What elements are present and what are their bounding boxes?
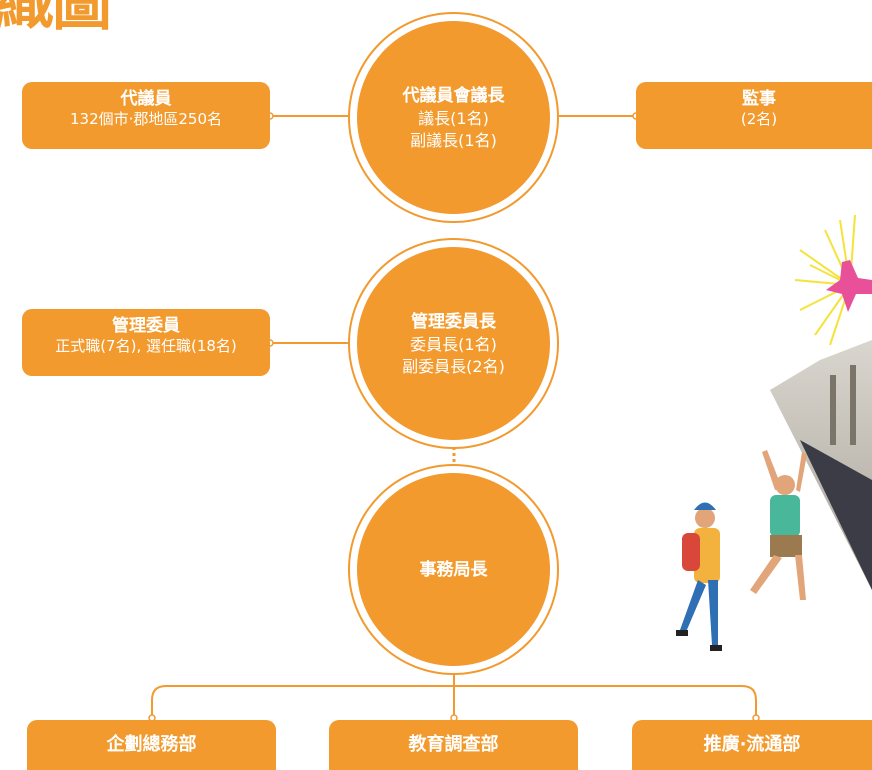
chair-line1: 議長(1名) [418,108,489,128]
delegates-title: 代議員 [120,89,172,109]
committee-title: 管理委員長 [411,311,496,332]
dept-promotion: 推廣·流通部 [632,720,872,770]
auditors-subtitle: (2名) [740,110,778,128]
chair-title: 代議員會議長 [402,85,505,106]
person-jumping-icon [750,450,807,600]
managers-title: 管理委員 [112,316,180,336]
delegates-subtitle: 132個市·郡地區250名 [69,110,223,128]
committee-line1: 委員長(1名) [410,334,497,354]
page-title: 織圖 [0,0,112,39]
committee-circle: 管理委員長 委員長(1名) 副委員長(2名) [348,238,559,449]
celebration-illustration [676,214,872,651]
delegates-box: 代議員 132個市·郡地區250名 [22,82,270,149]
chair-circle: 代議員會議長 議長(1名) 副議長(1名) [348,12,559,223]
chair-line2: 副議長(1名) [410,130,497,150]
secretary-circle: 事務局長 [348,464,559,675]
managers-box: 管理委員 正式職(7名), 選任職(18名) [22,309,270,376]
managers-subtitle: 正式職(7名), 選任職(18名) [55,337,237,355]
committee-line2: 副委員長(2名) [402,356,505,376]
person-backpack-icon [676,502,722,651]
secretary-title: 事務局長 [419,559,488,580]
auditors-title: 監事 [742,89,776,109]
dept-planning: 企劃總務部 [27,720,276,770]
dept-education: 教育調查部 [329,720,578,770]
auditors-box: 監事 (2名) [636,82,872,149]
